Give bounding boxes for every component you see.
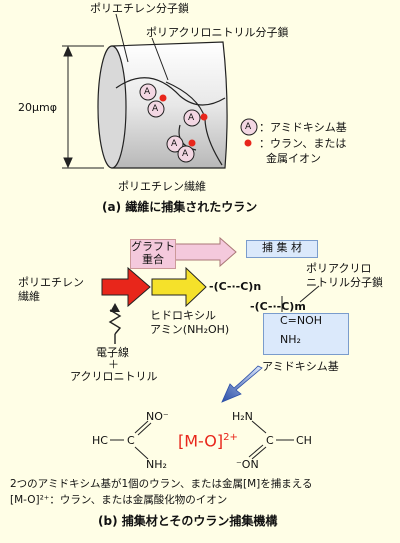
metal-oxide-charge: 2+: [223, 432, 238, 443]
legend-a-letter: A: [245, 122, 252, 132]
chain-formula-m: -(C-·-C)m: [250, 300, 306, 313]
fiber-cylinder: [97, 41, 228, 169]
capture-material-box: 捕 集 材: [246, 240, 318, 258]
red-process-arrow: [101, 266, 151, 308]
diameter-dimension: [62, 45, 104, 169]
complex-no-left: NO⁻: [146, 410, 169, 423]
note-line-1: 2つのアミドキシム基が1個のウラン、または金属[M]を捕まえる: [10, 478, 313, 490]
legend-uranium-dot: [244, 139, 252, 147]
amidoxime-letter: A: [188, 113, 195, 123]
note-line-2: [M-O]²⁺：ウラン、または金属酸化物のイオン: [10, 494, 228, 506]
hydroxylamine-label-1: ヒドロキシル: [150, 309, 216, 322]
complex-hc-left: HC: [92, 434, 108, 447]
legend-amidoxime-text: ：アミドキシム基: [259, 121, 347, 134]
electron-beam-label: 電子線: [96, 346, 129, 359]
pan-chain-label: ポリアクリロニトリル分子鎖: [146, 26, 289, 39]
graft-polymerization-box: グラフト 重合: [130, 239, 176, 269]
amidoxime-letter: A: [182, 149, 189, 159]
pan-chain-label-1: ポリアクリロ: [306, 262, 372, 275]
caption-a: (a) 繊維に捕集されたウラン: [102, 200, 258, 214]
fiber-label: ポリエチレン繊維: [118, 180, 206, 193]
complex-on-right: ⁻ON: [236, 458, 259, 471]
acrylonitrile-label: アクリロニトリル: [70, 370, 158, 383]
metal-oxide-ion: [M-O]2+: [178, 428, 238, 451]
graft-text-1: グラフト: [131, 240, 175, 253]
pe-chain-leader: [115, 13, 129, 63]
legend-uranium-text-2: 金属イオン: [266, 152, 321, 165]
caption-b: (b) 捕集材とそのウラン捕集機構: [98, 514, 278, 528]
group-nh2: NH₂: [280, 333, 301, 346]
amidoxime-group-box: C=NOH NH₂: [263, 313, 349, 355]
pan-chain-label-2: ニトリル分子鎖: [306, 276, 383, 289]
metal-oxide-text: [M-O]: [178, 431, 224, 451]
amidoxime-letter: A: [144, 87, 151, 97]
legend-amidoxime-symbol: [240, 118, 258, 136]
yellow-process-arrow: [151, 266, 207, 308]
plus-sign: ＋: [108, 358, 119, 371]
amidoxime-markers: [139, 83, 201, 163]
blue-arrow: [221, 365, 263, 403]
amidoxime-letter: A: [152, 104, 159, 114]
hydroxylamine-label-2: アミン(NH₂OH): [150, 323, 230, 336]
uranium-dots: [159, 94, 208, 147]
amidoxime-letter: A: [171, 139, 178, 149]
capture-material-text: 捕 集 材: [262, 241, 302, 254]
diameter-label: 20μmφ: [18, 101, 57, 114]
complex-nh2-left: NH₂: [146, 458, 167, 471]
pe-fiber-label-2: 繊維: [18, 290, 40, 303]
pan-chain-leader: [151, 37, 169, 81]
complex-ch-right: CH: [296, 434, 312, 447]
legend-uranium-text-1: ：ウラン、または: [259, 137, 347, 150]
complex-c-right: C: [266, 434, 274, 447]
pe-fiber-label-1: ポリエチレン: [18, 276, 84, 289]
pe-chain-label: ポリエチレン分子鎖: [90, 2, 189, 15]
amidoxime-group-label: アミドキシム基: [262, 360, 339, 373]
complex-c-left: C: [127, 434, 135, 447]
chain-formula-n: -(C-·-C)n: [209, 280, 262, 293]
electron-beam-zigzag: [108, 309, 122, 335]
graft-arrow: [169, 236, 237, 268]
graft-text-2: 重合: [142, 253, 164, 266]
group-cnoh: C=NOH: [280, 314, 323, 327]
complex-h2n-right: H₂N: [232, 410, 253, 423]
complex-bonds: [110, 420, 294, 460]
